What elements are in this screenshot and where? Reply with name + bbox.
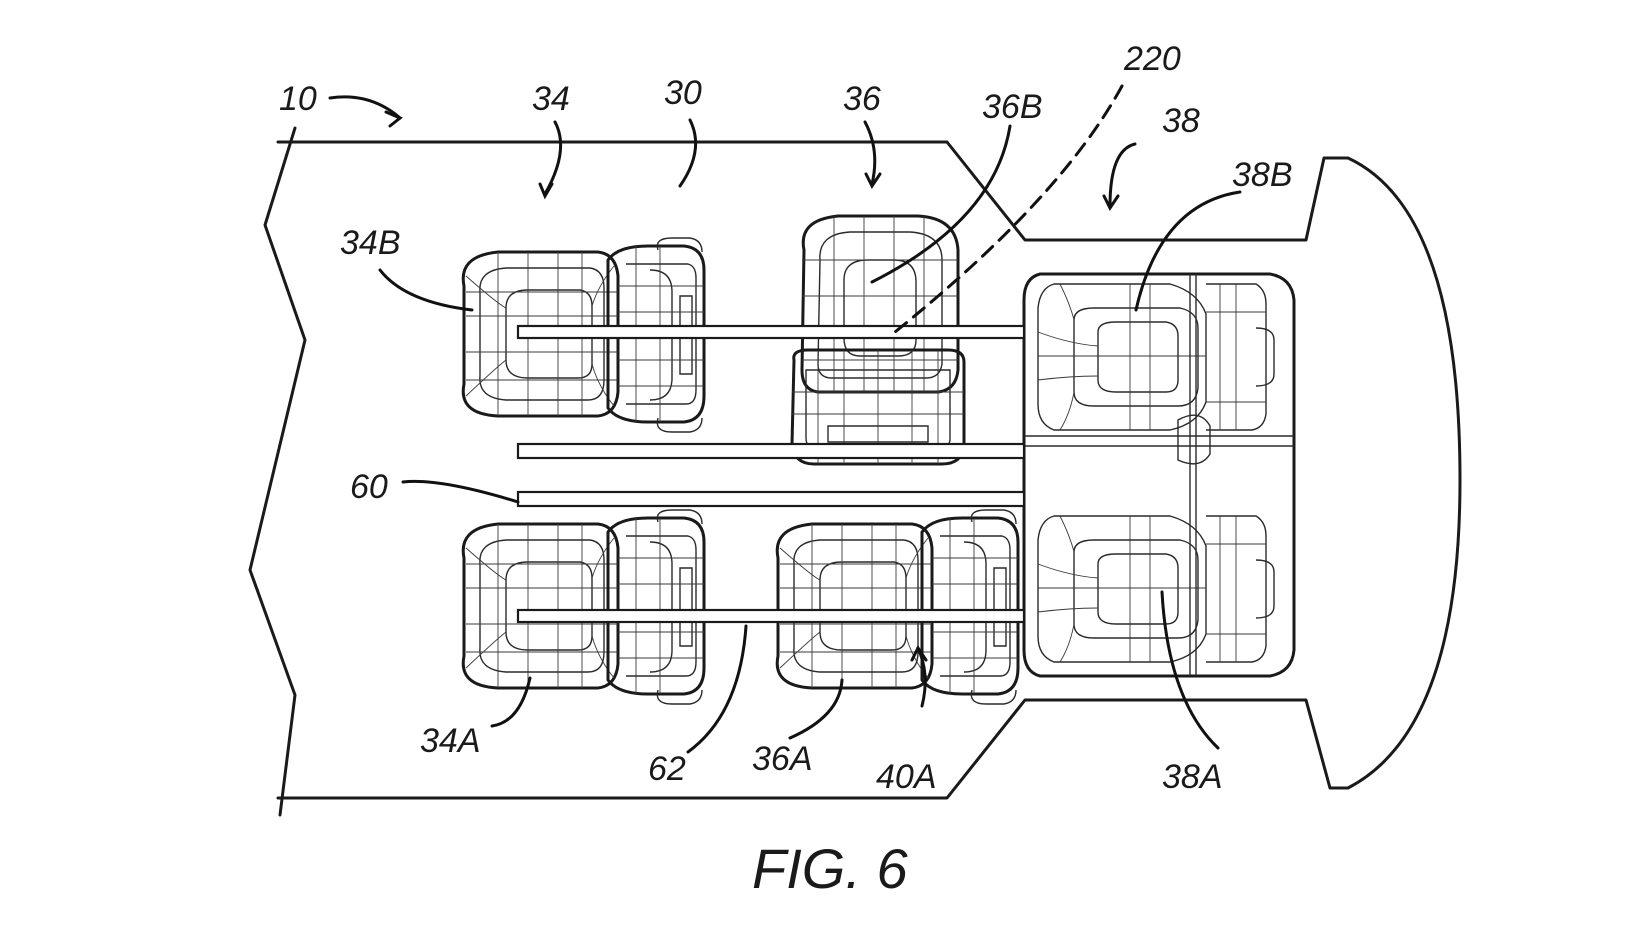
seat-34A [461,508,706,706]
front-bench-38 [1022,272,1296,678]
label-220: 220 [1123,40,1181,78]
seat-36B [790,214,966,466]
label-34: 34 [532,80,570,118]
label-36B: 36B [982,88,1043,126]
label-10: 10 [279,80,317,118]
rail-upper [516,324,1026,340]
label-30: 30 [664,74,702,112]
label-38B: 38B [1232,156,1293,194]
seat-36A [775,508,1020,706]
label-40A: 40A [876,758,937,796]
rail-62 [516,608,1026,624]
label-36: 36 [843,80,881,118]
label-38A: 38A [1162,758,1223,796]
label-60: 60 [350,468,388,506]
label-38: 38 [1162,102,1200,140]
label-34A: 34A [420,722,481,760]
rail-center-upper [516,442,1026,460]
rail-60 [516,490,1026,508]
figure-caption: FIG. 6 [752,837,908,900]
label-36A: 36A [752,740,813,778]
label-62: 62 [648,750,686,788]
label-34B: 34B [340,224,401,262]
